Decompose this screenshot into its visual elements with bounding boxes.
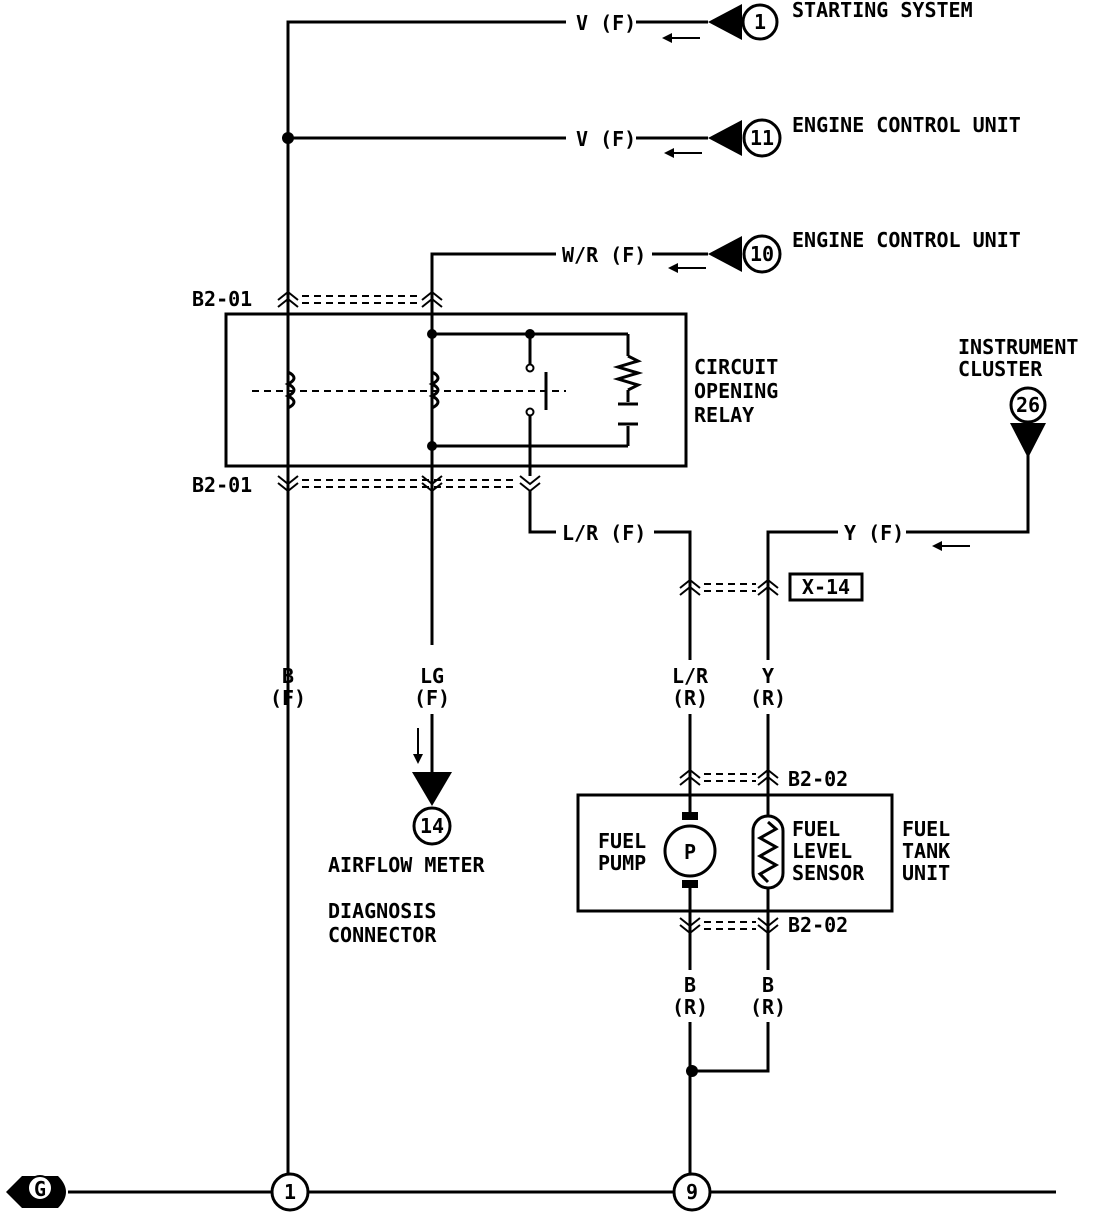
ground-symbol-label: G [34,1177,46,1201]
direction-arrow-icon [668,263,678,273]
relay-label-line3: RELAY [694,403,754,427]
fuel-tank-label-1: FUEL [902,817,950,841]
wire-label-y-f: Y (F) [844,521,904,545]
fuel-sensor-label-3: SENSOR [792,861,865,885]
wire-label-lg-2: (F) [414,686,450,710]
resistor-icon [612,354,644,392]
ref-number-10: 10 [750,242,774,266]
connector-label-b2-01-lower: B2-01 [192,473,252,497]
destination-ecu-11: V (F) 11 ENGINE CONTROL UNIT [282,113,1021,158]
fuel-tank-label-3: UNIT [902,861,950,885]
ref-number-26: 26 [1016,393,1040,417]
ref-circle-1 [741,3,779,41]
ref-circle-26 [1009,386,1047,424]
wire-label-y-r-1: Y [762,664,774,688]
fuel-tank-label-2: TANK [902,839,950,863]
wire-label-b-r-left-2: (R) [672,995,708,1019]
airflow-meter-branch: 14 AIRFLOW METER DIAGNOSIS CONNECTOR [328,714,485,947]
ref-number-1: 1 [754,10,766,34]
direction-arrow-icon [662,33,672,43]
wire-label-lg-1: LG [420,664,444,688]
destination-starting-system: V (F) 1 STARTING SYSTEM [286,0,973,1180]
wire-label-lr-f: L/R (F) [562,521,646,545]
ref-circle-14 [412,806,452,846]
wire-label-b-left-2: (F) [270,686,306,710]
wire-label-y-r-2: (R) [750,686,786,710]
connector-label-b2-01-upper: B2-01 [192,287,252,311]
ground-ref-circle-9 [672,1172,712,1212]
ground-ref-circle-1 [270,1172,310,1212]
ground-bus: G 1 9 [6,1172,1056,1212]
direction-arrow-icon [664,148,674,158]
wire-label-w-r-f: W/R (F) [562,243,646,267]
relay-label-line1: CIRCUIT [694,355,778,379]
fuel-sensor-label-1: FUEL [792,817,840,841]
ref-circle-10 [742,234,782,274]
label-ecu-10: ENGINE CONTROL UNIT [792,228,1021,252]
ground-ref-number-1: 1 [284,1180,296,1204]
circuit-opening-relay: CIRCUIT OPENING RELAY [224,312,778,476]
junction-dot [282,132,294,144]
wire-label-b-r-right-1: B [762,973,774,997]
label-starting-system: STARTING SYSTEM [792,0,973,22]
wire-label-b-r-left-1: B [684,973,696,997]
instrument-label-line2: CLUSTER [958,357,1043,381]
connector-label: CONNECTOR [328,923,437,947]
connector-arrow-icon [412,772,452,806]
wire-label-lr-r-1: L/R [672,664,709,688]
ref-circle-11 [742,118,782,158]
connector-b2-01-upper: B2-01 [192,287,443,311]
ref-number-14: 14 [420,814,444,838]
direction-arrow-icon [413,754,423,764]
fuel-tank-unit: B2-02 P FUEL PUMP FUEL LEVEL SENSOR FUEL… [576,714,950,1174]
wire-label-v-f-1: V (F) [576,11,636,35]
wire-label-b-r-right-2: (R) [750,995,786,1019]
relay-label-line2: OPENING [694,379,778,403]
diagnosis-label: DIAGNOSIS [328,899,436,923]
instrument-label-line1: INSTRUMENT [958,335,1078,359]
junction-dot [686,1065,698,1077]
instrument-cluster: INSTRUMENT CLUSTER 26 [958,335,1078,458]
wire-lr-f: L/R (F) [528,490,692,660]
destination-ecu-10: W/R (F) 10 ENGINE CONTROL UNIT [430,228,1021,645]
connector-x-14: X-14 [679,572,864,602]
wire-label-lr-r-2: (R) [672,686,708,710]
connector-label-b2-02-lower: B2-02 [788,913,848,937]
ground-ref-number-9: 9 [686,1180,698,1204]
wire-label-v-f-2: V (F) [576,127,636,151]
direction-arrow-icon [932,541,942,551]
wire-y-f: Y (F) [766,450,1030,660]
fuel-sensor-label-2: LEVEL [792,839,852,863]
wire-color-labels: B (F) LG (F) L/R (R) Y (R) [270,664,786,710]
connector-label-x-14: X-14 [802,575,850,599]
fuel-pump-label-1: FUEL [598,829,646,853]
wire-label-b-left-1: B [282,664,294,688]
fuel-pump-label-2: PUMP [598,851,646,875]
ground-symbol-icon: G [6,1175,66,1208]
connector-arrow-icon [1010,423,1046,458]
airflow-label: AIRFLOW METER [328,853,485,877]
fuel-pump-symbol: P [684,840,696,864]
ref-number-11: 11 [750,126,774,150]
connector-label-b2-02-upper: B2-02 [788,767,848,791]
connector-b2-01-lower: B2-01 [192,473,541,497]
label-ecu-11: ENGINE CONTROL UNIT [792,113,1021,137]
fuel-pump-icon [663,824,717,878]
